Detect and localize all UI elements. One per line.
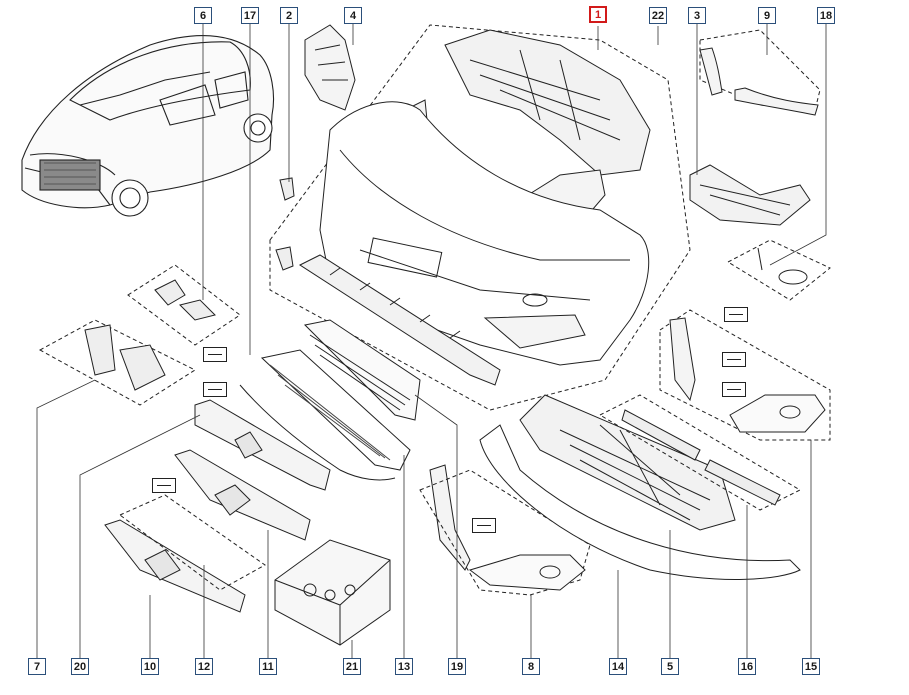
callout-10: 10 [141, 658, 159, 675]
part-1-bumper [319, 101, 650, 366]
part-4 [304, 24, 356, 111]
callout-15: 15 [802, 658, 820, 675]
callout-12: 12 [195, 658, 213, 675]
callout-21: 21 [343, 658, 361, 675]
callout-7: 7 [28, 658, 46, 675]
callout-14: 14 [609, 658, 627, 675]
callout-11: 11 [259, 658, 277, 675]
callout-1: 1 [589, 6, 607, 23]
callout-2: 2 [280, 7, 298, 24]
fastener-tag [722, 352, 746, 367]
fastener-tag [203, 382, 227, 397]
fastener-tag [203, 347, 227, 362]
fastener-tag [152, 478, 176, 493]
part-upper-absorber [444, 29, 651, 176]
callout-8: 8 [522, 658, 540, 675]
callout-16: 16 [738, 658, 756, 675]
part-21-kit-box [274, 539, 391, 646]
fastener-tag [722, 382, 746, 397]
callout-20: 20 [71, 658, 89, 675]
callout-6: 6 [194, 7, 212, 24]
callout-18: 18 [817, 7, 835, 24]
callout-5: 5 [661, 658, 679, 675]
part-17-grille [260, 349, 411, 471]
callout-3: 3 [688, 7, 706, 24]
fastener-tag [724, 307, 748, 322]
part-5-undertray [519, 394, 736, 531]
fastener-tag [472, 518, 496, 533]
callout-4: 4 [344, 7, 362, 24]
callout-17: 17 [241, 7, 259, 24]
callout-22: 22 [649, 7, 667, 24]
callout-9: 9 [758, 7, 776, 24]
part-14-spoiler [479, 424, 801, 580]
car-illustration [21, 35, 275, 217]
callout-19: 19 [448, 658, 466, 675]
callout-13: 13 [395, 658, 413, 675]
